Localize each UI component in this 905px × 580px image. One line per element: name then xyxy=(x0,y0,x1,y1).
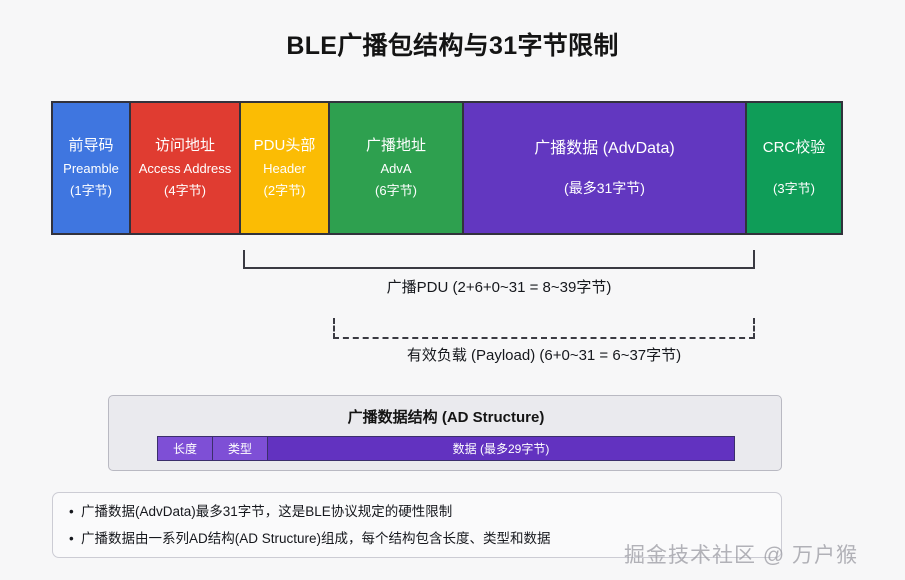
ad-structure-bar: 长度 类型 数据 (最多29字节) xyxy=(157,436,735,461)
packet-field-pdu-header: PDU头部 Header (2字节) xyxy=(239,101,330,235)
packet-field-advdata: 广播数据 (AdvData) (最多31字节) xyxy=(462,101,747,235)
packet-field-cn-label: 广播地址 xyxy=(365,137,426,155)
ad-structure-panel: 广播数据结构 (AD Structure) 长度 类型 数据 (最多29字节) xyxy=(108,395,782,471)
payload-span-label: 有效负载 (Payload) (6+0~31 = 6~37字节) xyxy=(406,347,682,364)
ad-cell-type: 类型 xyxy=(212,436,268,461)
packet-field-en-label: Header xyxy=(263,160,306,176)
packet-field-cn-label: PDU头部 xyxy=(253,137,316,155)
packet-field-preamble: 前导码 Preamble (1字节) xyxy=(51,101,131,235)
packet-field-size-label: (6字节) xyxy=(375,182,417,198)
note-text: 广播数据(AdvData)最多31字节，这是BLE协议规定的硬性限制 xyxy=(81,504,453,519)
packet-field-crc: CRC校验 (3字节) xyxy=(745,101,843,235)
packet-field-cn-label: 访问地址 xyxy=(154,137,215,155)
packet-field-cn-label: 广播数据 (AdvData) xyxy=(534,139,675,157)
bullet-icon: • xyxy=(69,504,74,519)
packet-field-size-label: (4字节) xyxy=(164,182,206,198)
packet-field-cn-label: CRC校验 xyxy=(762,138,826,156)
packet-field-en-label: Access Address xyxy=(138,160,232,176)
packet-field-size-label: (1字节) xyxy=(70,182,112,198)
packet-field-en-label: AdvA xyxy=(380,160,412,176)
pdu-span-bracket xyxy=(243,250,755,269)
packet-field-size-label: (3字节) xyxy=(773,181,815,197)
packet-field-cn-label: 前导码 xyxy=(68,137,114,155)
note-item: • 广播数据(AdvData)最多31字节，这是BLE协议规定的硬性限制 xyxy=(69,502,781,523)
pdu-span-label: 广播PDU (2+6+0~31 = 8~39字节) xyxy=(386,279,612,296)
packet-field-adva: 广播地址 AdvA (6字节) xyxy=(328,101,464,235)
note-text: 广播数据由一系列AD结构(AD Structure)组成，每个结构包含长度、类型… xyxy=(81,530,551,546)
packet-field-size-label: (2字节) xyxy=(263,182,306,198)
packet-field-size-label: (最多31字节) xyxy=(564,180,645,197)
bullet-icon: • xyxy=(69,530,74,546)
page-title: BLE广播包结构与31字节限制 xyxy=(286,32,619,60)
ble-packet-strip: 前导码 Preamble (1字节) 访问地址 Access Address (… xyxy=(51,101,853,235)
note-item: • 广播数据由一系列AD结构(AD Structure)组成，每个结构包含长度、类… xyxy=(69,529,781,550)
ad-cell-data: 数据 (最多29字节) xyxy=(267,436,735,461)
payload-span-bracket xyxy=(333,318,755,339)
packet-field-en-label: Preamble xyxy=(63,160,119,176)
packet-field-access-address: 访问地址 Access Address (4字节) xyxy=(129,101,241,235)
ad-structure-title: 广播数据结构 (AD Structure) xyxy=(347,409,545,426)
ad-cell-length: 长度 xyxy=(157,436,213,461)
notes-panel: • 广播数据(AdvData)最多31字节，这是BLE协议规定的硬性限制 • 广播数… xyxy=(52,492,782,558)
